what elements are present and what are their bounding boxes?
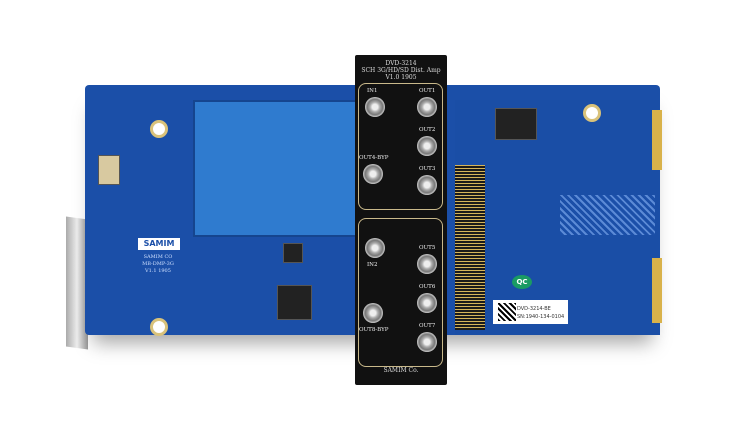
port-label: OUT6 <box>419 284 436 290</box>
bnc-out2[interactable] <box>417 136 437 156</box>
port-label: IN1 <box>367 88 378 94</box>
mount-hole <box>150 120 168 138</box>
port-label: OUT5 <box>419 245 436 251</box>
connector <box>455 165 485 330</box>
port-label: OUT4-BYP <box>359 155 389 161</box>
mount-hole <box>150 318 168 336</box>
port-group-1 <box>358 83 443 210</box>
bnc-out4-byp[interactable] <box>363 164 383 184</box>
board-logo: SAMIM <box>138 238 180 250</box>
bnc-out3[interactable] <box>417 175 437 195</box>
chip <box>98 155 120 185</box>
port-label: OUT1 <box>419 88 436 94</box>
mount-hole <box>583 104 601 122</box>
bnc-out5[interactable] <box>417 254 437 274</box>
panel-description: SCH 3G/HD/SD Dist. Amp <box>361 67 441 74</box>
silk-line: V1.1 1905 <box>145 268 171 274</box>
port-label: OUT8-BYP <box>359 327 389 333</box>
edge-connector <box>652 110 662 170</box>
bnc-out1[interactable] <box>417 97 437 117</box>
bnc-in1[interactable] <box>365 97 385 117</box>
pcb-pattern <box>560 195 655 235</box>
panel-model: DVD-3214 <box>385 60 417 67</box>
silk-line: SAMIM CO <box>143 254 173 260</box>
chip <box>277 285 312 320</box>
panel-version: V1.0 1905 <box>385 74 417 81</box>
panel-brand: SAMIM Co. <box>383 367 419 374</box>
front-panel: DVD-3214 SCH 3G/HD/SD Dist. Amp V1.0 190… <box>355 55 447 385</box>
chip <box>283 243 303 263</box>
silkscreen: SAMIM CO MB-DMP-3G V1.1 1905 <box>128 254 188 275</box>
bnc-out8-byp[interactable] <box>363 303 383 323</box>
chip <box>495 108 537 140</box>
pcb-plane <box>193 100 359 237</box>
qc-badge: QC <box>512 275 532 289</box>
port-group-2 <box>358 218 443 367</box>
port-label: OUT2 <box>419 127 436 133</box>
label-model: DVD-3214-BE <box>517 306 551 312</box>
port-label: OUT7 <box>419 323 436 329</box>
silk-line: MB-DMP-3G <box>142 261 174 267</box>
edge-connector <box>652 258 662 323</box>
port-label: IN2 <box>367 262 378 268</box>
bnc-out6[interactable] <box>417 293 437 313</box>
bnc-in2[interactable] <box>365 238 385 258</box>
label-serial: SN:1940-134-0104 <box>517 314 565 320</box>
bnc-out7[interactable] <box>417 332 437 352</box>
qr-code <box>498 303 516 321</box>
port-label: OUT3 <box>419 166 436 172</box>
